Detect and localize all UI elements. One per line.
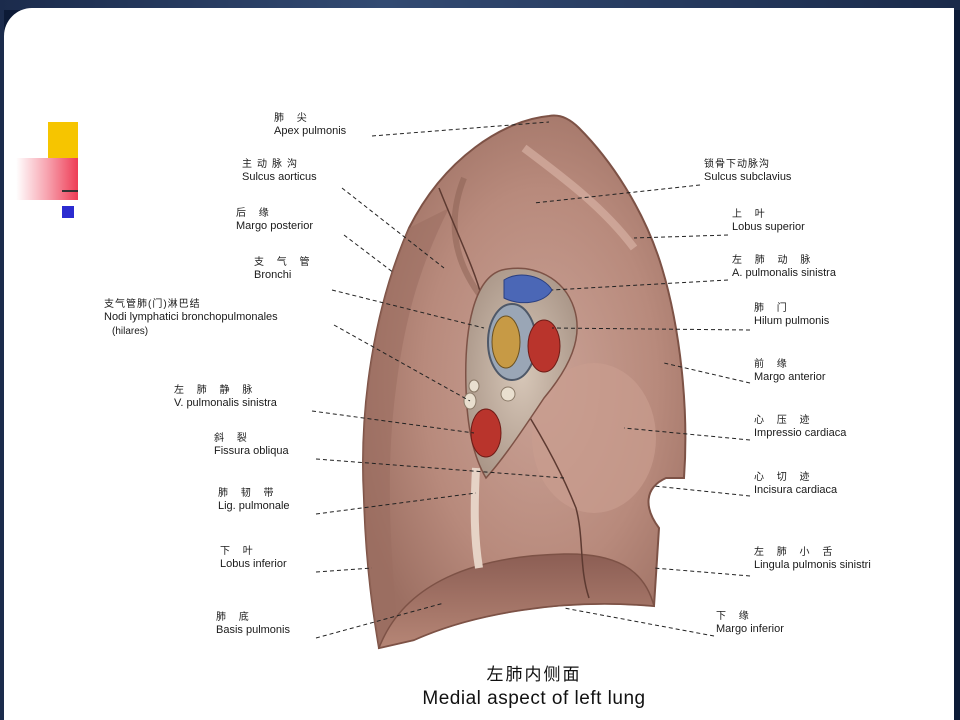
label-sulcus-aorticus: 主动脉沟 Sulcus aorticus bbox=[242, 160, 317, 183]
label-zh: 肺 门 bbox=[754, 303, 792, 314]
label-latin: Sulcus subclavius bbox=[704, 171, 792, 183]
label-sulcus-subclavius: 锁骨下动脉沟 Sulcus subclavius bbox=[704, 160, 791, 183]
label-latin: Margo inferior bbox=[716, 623, 784, 635]
label-zh: 左 肺 动 脉 bbox=[732, 255, 816, 266]
decor-line bbox=[62, 190, 78, 192]
label-zh: 肺 底 bbox=[216, 612, 254, 623]
leader-lines-right bbox=[533, 184, 751, 637]
label-nodi-lymphatici: 支气管肺(门)淋巴结 Nodi lymphatici bronchopulmon… bbox=[104, 300, 278, 337]
label-latin: A. pulmonalis sinistra bbox=[732, 267, 836, 279]
label-latin: Lingula pulmonis sinistri bbox=[754, 559, 871, 571]
decor-blue-square bbox=[62, 206, 74, 218]
label-zh: 左 肺 小 舌 bbox=[754, 547, 838, 558]
label-latin: Margo anterior bbox=[754, 371, 826, 383]
label-apex-pulmonis: 肺 尖 Apex pulmonis bbox=[274, 114, 346, 137]
label-bronchi: 支 气 管 Bronchi bbox=[254, 258, 315, 281]
label-latin: Apex pulmonis bbox=[274, 125, 347, 137]
label-hilum-pulmonis: 肺 门 Hilum pulmonis bbox=[754, 304, 829, 327]
pulmonary-artery bbox=[503, 274, 553, 304]
oblique-fissure bbox=[438, 187, 590, 599]
slide-canvas: 肺 尖 Apex pulmonis 主动脉沟 Sulcus aorticus 后… bbox=[4, 8, 954, 720]
label-zh: 心 切 迹 bbox=[754, 472, 815, 483]
label-extra: (hilares) bbox=[112, 326, 149, 337]
lung-figure: 肺 尖 Apex pulmonis 主动脉沟 Sulcus aorticus 后… bbox=[4, 8, 954, 720]
label-margo-inferior: 下 缘 Margo inferior bbox=[716, 612, 784, 635]
label-zh: 后 缘 bbox=[236, 208, 274, 219]
sulcus-aorticus-groove bbox=[451, 176, 485, 300]
label-zh: 支气管肺(门)淋巴结 bbox=[104, 299, 201, 310]
label-zh: 左 肺 静 脉 bbox=[174, 385, 258, 396]
pulmonary-vein-lower bbox=[470, 408, 502, 458]
label-latin: Incisura cardiaca bbox=[754, 484, 838, 496]
label-impressio-cardiaca: 心 压 迹 Impressio cardiaca bbox=[754, 416, 846, 439]
label-zh: 支 气 管 bbox=[254, 257, 315, 268]
label-zh: 前 缘 bbox=[754, 359, 792, 370]
left-frame-band bbox=[0, 0, 4, 720]
caption-en: Medial aspect of left lung bbox=[422, 688, 646, 709]
label-latin: Lig. pulmonale bbox=[218, 500, 290, 512]
label-latin: Impressio cardiaca bbox=[754, 427, 847, 439]
label-latin: Sulcus aorticus bbox=[242, 171, 317, 183]
label-latin: Lobus superior bbox=[732, 221, 805, 233]
label-lobus-inferior: 下 叶 Lobus inferior bbox=[220, 547, 287, 570]
decor-pink-gradient bbox=[16, 158, 78, 200]
sulcus-subclavius-groove bbox=[521, 144, 638, 251]
label-fissura-obliqua: 斜 裂 Fissura obliqua bbox=[214, 434, 289, 457]
label-zh: 锁骨下动脉沟 bbox=[704, 159, 770, 170]
label-margo-posterior: 后 缘 Margo posterior bbox=[236, 209, 313, 232]
label-margo-anterior: 前 缘 Margo anterior bbox=[754, 360, 826, 383]
leader-lines-left bbox=[311, 121, 565, 639]
label-lingula: 左 肺 小 舌 Lingula pulmonis sinistri bbox=[754, 548, 871, 571]
decor-yellow-square bbox=[48, 122, 78, 158]
label-zh: 肺 尖 bbox=[274, 113, 312, 124]
label-zh: 肺 韧 带 bbox=[218, 488, 279, 499]
label-zh: 心 压 迹 bbox=[754, 415, 815, 426]
label-latin: V. pulmonalis sinistra bbox=[174, 397, 277, 409]
bronchus-lumen bbox=[491, 315, 521, 369]
label-lig-pulmonale: 肺 韧 带 Lig. pulmonale bbox=[218, 489, 290, 512]
figure-caption: 左肺内侧面 Medial aspect of left lung bbox=[384, 660, 684, 710]
lymph-node-2 bbox=[500, 386, 516, 402]
label-basis-pulmonis: 肺 底 Basis pulmonis bbox=[216, 613, 290, 636]
lung-base bbox=[377, 553, 655, 650]
label-zh: 上 叶 bbox=[732, 209, 770, 220]
label-latin: Bronchi bbox=[254, 269, 292, 281]
lymph-node-3 bbox=[468, 379, 480, 393]
label-v-pulmonalis: 左 肺 静 脉 V. pulmonalis sinistra bbox=[174, 386, 277, 409]
top-frame-band bbox=[0, 0, 960, 10]
label-zh: 下 缘 bbox=[716, 611, 754, 622]
label-incisura-cardiaca: 心 切 迹 Incisura cardiaca bbox=[754, 473, 837, 496]
label-latin: Nodi lymphatici bronchopulmonales bbox=[104, 311, 278, 323]
label-latin: Fissura obliqua bbox=[214, 445, 289, 457]
label-lobus-superior: 上 叶 Lobus superior bbox=[732, 210, 805, 233]
label-latin: Lobus inferior bbox=[220, 558, 287, 570]
label-a-pulmonalis: 左 肺 动 脉 A. pulmonalis sinistra bbox=[732, 256, 836, 279]
posterior-margin-shade bbox=[363, 208, 449, 648]
pulmonary-vein-upper bbox=[527, 319, 561, 373]
lung-illustration bbox=[311, 114, 751, 650]
label-latin: Margo posterior bbox=[236, 220, 314, 232]
label-latin: Hilum pulmonis bbox=[754, 315, 830, 327]
label-zh: 下 叶 bbox=[220, 546, 258, 557]
label-zh: 斜 裂 bbox=[214, 433, 252, 444]
label-latin: Basis pulmonis bbox=[216, 624, 290, 636]
label-zh: 主动脉沟 bbox=[242, 159, 302, 170]
caption-zh: 左肺内侧面 bbox=[486, 665, 582, 685]
pulmonary-ligament bbox=[470, 467, 483, 569]
cardiac-impression bbox=[532, 363, 656, 513]
